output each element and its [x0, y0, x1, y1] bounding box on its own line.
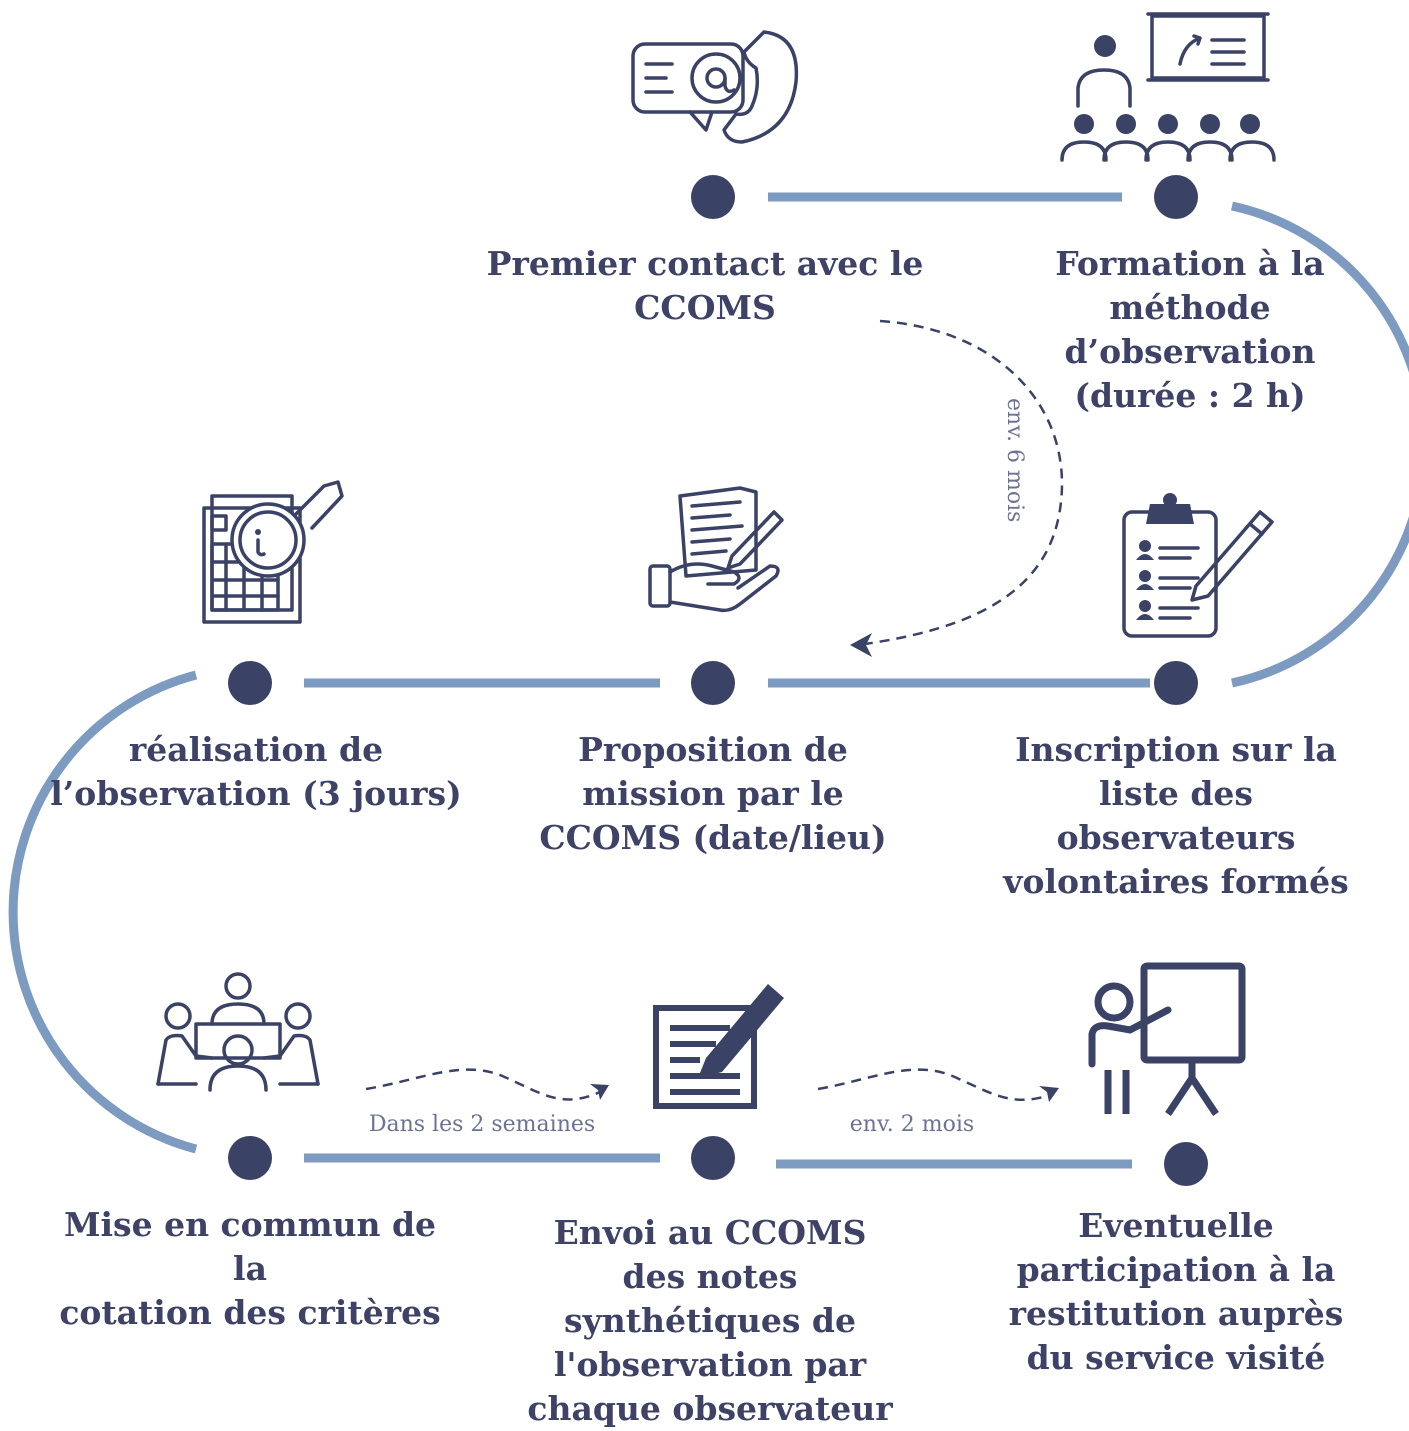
track-curve-right — [1231, 201, 1409, 688]
node-step-5 — [228, 661, 272, 705]
magnifier-documents-icon — [202, 480, 344, 624]
step-6-label: Mise en commun de la cotation des critèr… — [59, 1205, 441, 1332]
meeting-table-icon — [156, 972, 320, 1092]
step-7-label: Envoi au CCOMS des notes synthétiques de… — [527, 1213, 893, 1428]
track-curve-left — [8, 670, 198, 1154]
node-step-6 — [228, 1136, 272, 1180]
writing-notes-icon — [653, 984, 784, 1109]
delay-arrows — [365, 319, 1064, 1102]
node-step-2 — [1154, 175, 1198, 219]
delay-arrow-two-weeks — [365, 1068, 601, 1101]
delay-label-two-weeks: Dans les 2 semaines — [369, 1112, 595, 1137]
arrowhead-six-months — [850, 633, 872, 657]
node-step-8 — [1164, 1142, 1208, 1186]
timeline-nodes — [228, 175, 1208, 1186]
presenter-board-icon — [1088, 962, 1246, 1116]
node-step-4 — [691, 661, 735, 705]
step-8-label: Eventuelle participation à la restitutio… — [1008, 1206, 1344, 1377]
node-step-7 — [691, 1136, 735, 1180]
step-2-label: Formation à la méthode d’observation (du… — [1055, 244, 1325, 415]
clipboard-list-icon — [1122, 493, 1274, 638]
step-1-label: Premier contact avec le CCOMS — [486, 244, 924, 327]
document-hand-icon — [648, 486, 784, 613]
delay-label-six-months: env. 6 mois — [1002, 398, 1027, 522]
timeline-track — [8, 192, 1409, 1169]
step-5-label: réalisation de l’observation (3 jours) — [50, 730, 462, 813]
contact-email-phone-icon — [631, 30, 799, 144]
delay-label-two-months: env. 2 mois — [850, 1112, 974, 1137]
node-step-1 — [691, 175, 735, 219]
arrowhead-two-weeks — [590, 1084, 609, 1100]
arrowhead-two-months — [1039, 1086, 1059, 1102]
step-3-label: Inscription sur la liste des observateur… — [1003, 730, 1349, 901]
training-audience-icon — [1060, 12, 1276, 162]
delay-arrow-six-months — [864, 319, 1064, 646]
step-4-label: Proposition de mission par le CCOMS (dat… — [539, 730, 887, 857]
node-step-3 — [1154, 661, 1198, 705]
delay-arrow-two-months — [817, 1068, 1051, 1101]
